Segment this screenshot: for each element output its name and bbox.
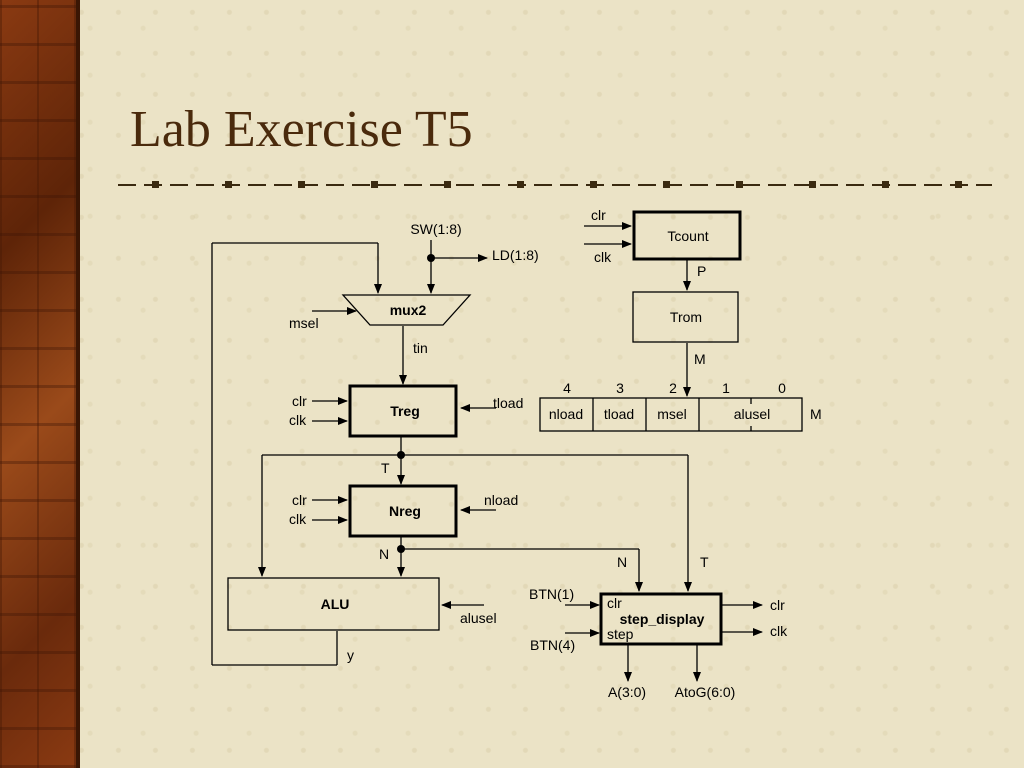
atog-out-label: AtoG(6:0) [675,684,736,700]
wood-border-edge [76,0,80,768]
p-label: P [697,263,706,279]
control-bit-2: 2 [669,380,677,396]
n-to-step-label: N [617,554,627,570]
treg-label: Treg [390,403,420,419]
mux2-block: mux2 [341,294,472,326]
field-msel: msel [657,406,687,422]
nreg-block: Nreg [348,484,458,538]
treg-clr-label: clr [292,393,307,409]
n-bus-label: N [379,546,389,562]
sd-clk-out-label: clk [770,623,788,639]
alu-block: ALU [227,577,440,631]
tin-label: tin [413,340,428,356]
step-display-block: clr step_display step [599,592,723,646]
sd-step-port: step [607,626,634,642]
tcount-clk-label: clk [594,249,612,265]
signal-labels: SW(1:8) LD(1:8) msel tin clr clk tload T… [289,207,788,700]
wood-border [0,0,76,768]
sd-clr-out-label: clr [770,597,785,613]
control-word-name: M [810,406,822,422]
t-to-step-label: T [700,554,709,570]
alu-label: ALU [321,596,350,612]
wires [211,222,763,682]
control-bit-3: 3 [616,380,624,396]
btn4-label: BTN(4) [530,637,575,653]
treg-clk-label: clk [289,412,307,428]
trom-label: Trom [670,309,702,325]
m-arrow-label: M [694,351,706,367]
control-word: 4 3 2 1 0 nload tload msel alusel M [539,380,822,432]
field-tload: tload [604,406,634,422]
btn1-label: BTN(1) [529,586,574,602]
title-divider [118,181,992,188]
treg-block: Treg [348,384,458,438]
alusel-label: alusel [460,610,497,626]
nload-label: nload [484,492,518,508]
step-display-label: step_display [620,611,705,627]
slide-title: Lab Exercise T5 [130,101,473,158]
mux2-label: mux2 [390,302,427,318]
tcount-label: Tcount [667,228,708,244]
tcount-clr-label: clr [591,207,606,223]
trom-block: Trom [632,291,739,343]
y-label: y [347,647,354,663]
field-alusel: alusel [734,406,771,422]
msel-label: msel [289,315,319,331]
sw-label: SW(1:8) [410,221,461,237]
t-bus-label: T [381,460,390,476]
nreg-clr-label: clr [292,492,307,508]
tload-label: tload [493,395,523,411]
tcount-block: Tcount [632,210,742,261]
a-out-label: A(3:0) [608,684,646,700]
junction-dots [397,254,435,553]
field-nload: nload [549,406,583,422]
ld-label: LD(1:8) [492,247,539,263]
control-bit-1: 1 [722,380,730,396]
control-bit-4: 4 [563,380,571,396]
sd-clr-port: clr [607,595,622,611]
nreg-clk-label: clk [289,511,307,527]
control-bit-0: 0 [778,380,786,396]
nreg-label: Nreg [389,503,421,519]
